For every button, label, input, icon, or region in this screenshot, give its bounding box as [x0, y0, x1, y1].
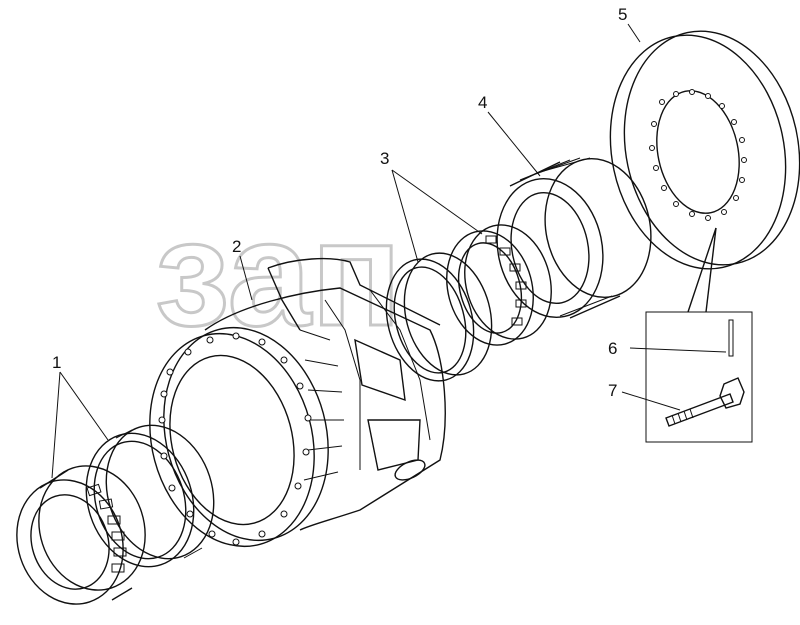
- leader-lines: [51, 23, 727, 479]
- callout-5: 5: [618, 5, 627, 24]
- disc-bolt-holes: [649, 89, 747, 221]
- part-2-hub: [149, 257, 446, 548]
- detail-box: [645, 227, 753, 443]
- part-4-ring: [496, 157, 652, 319]
- part-1-bearing: [16, 424, 215, 605]
- part-7-bolt: [665, 377, 745, 427]
- callout-7: 7: [608, 381, 617, 400]
- part-3-bearing: [385, 224, 552, 382]
- callout-4: 4: [478, 93, 487, 112]
- callout-3: 3: [380, 149, 389, 168]
- callout-6: 6: [608, 339, 617, 358]
- watermark-logo: зап: [155, 189, 402, 357]
- flange-bolt-holes: [158, 332, 312, 546]
- callout-2: 2: [232, 237, 241, 256]
- callout-1: 1: [52, 353, 61, 372]
- callout-labels: 1 2 3 4 5 6 7: [52, 5, 627, 400]
- part-6-pin: [728, 319, 734, 357]
- part-5-disc: [609, 30, 800, 270]
